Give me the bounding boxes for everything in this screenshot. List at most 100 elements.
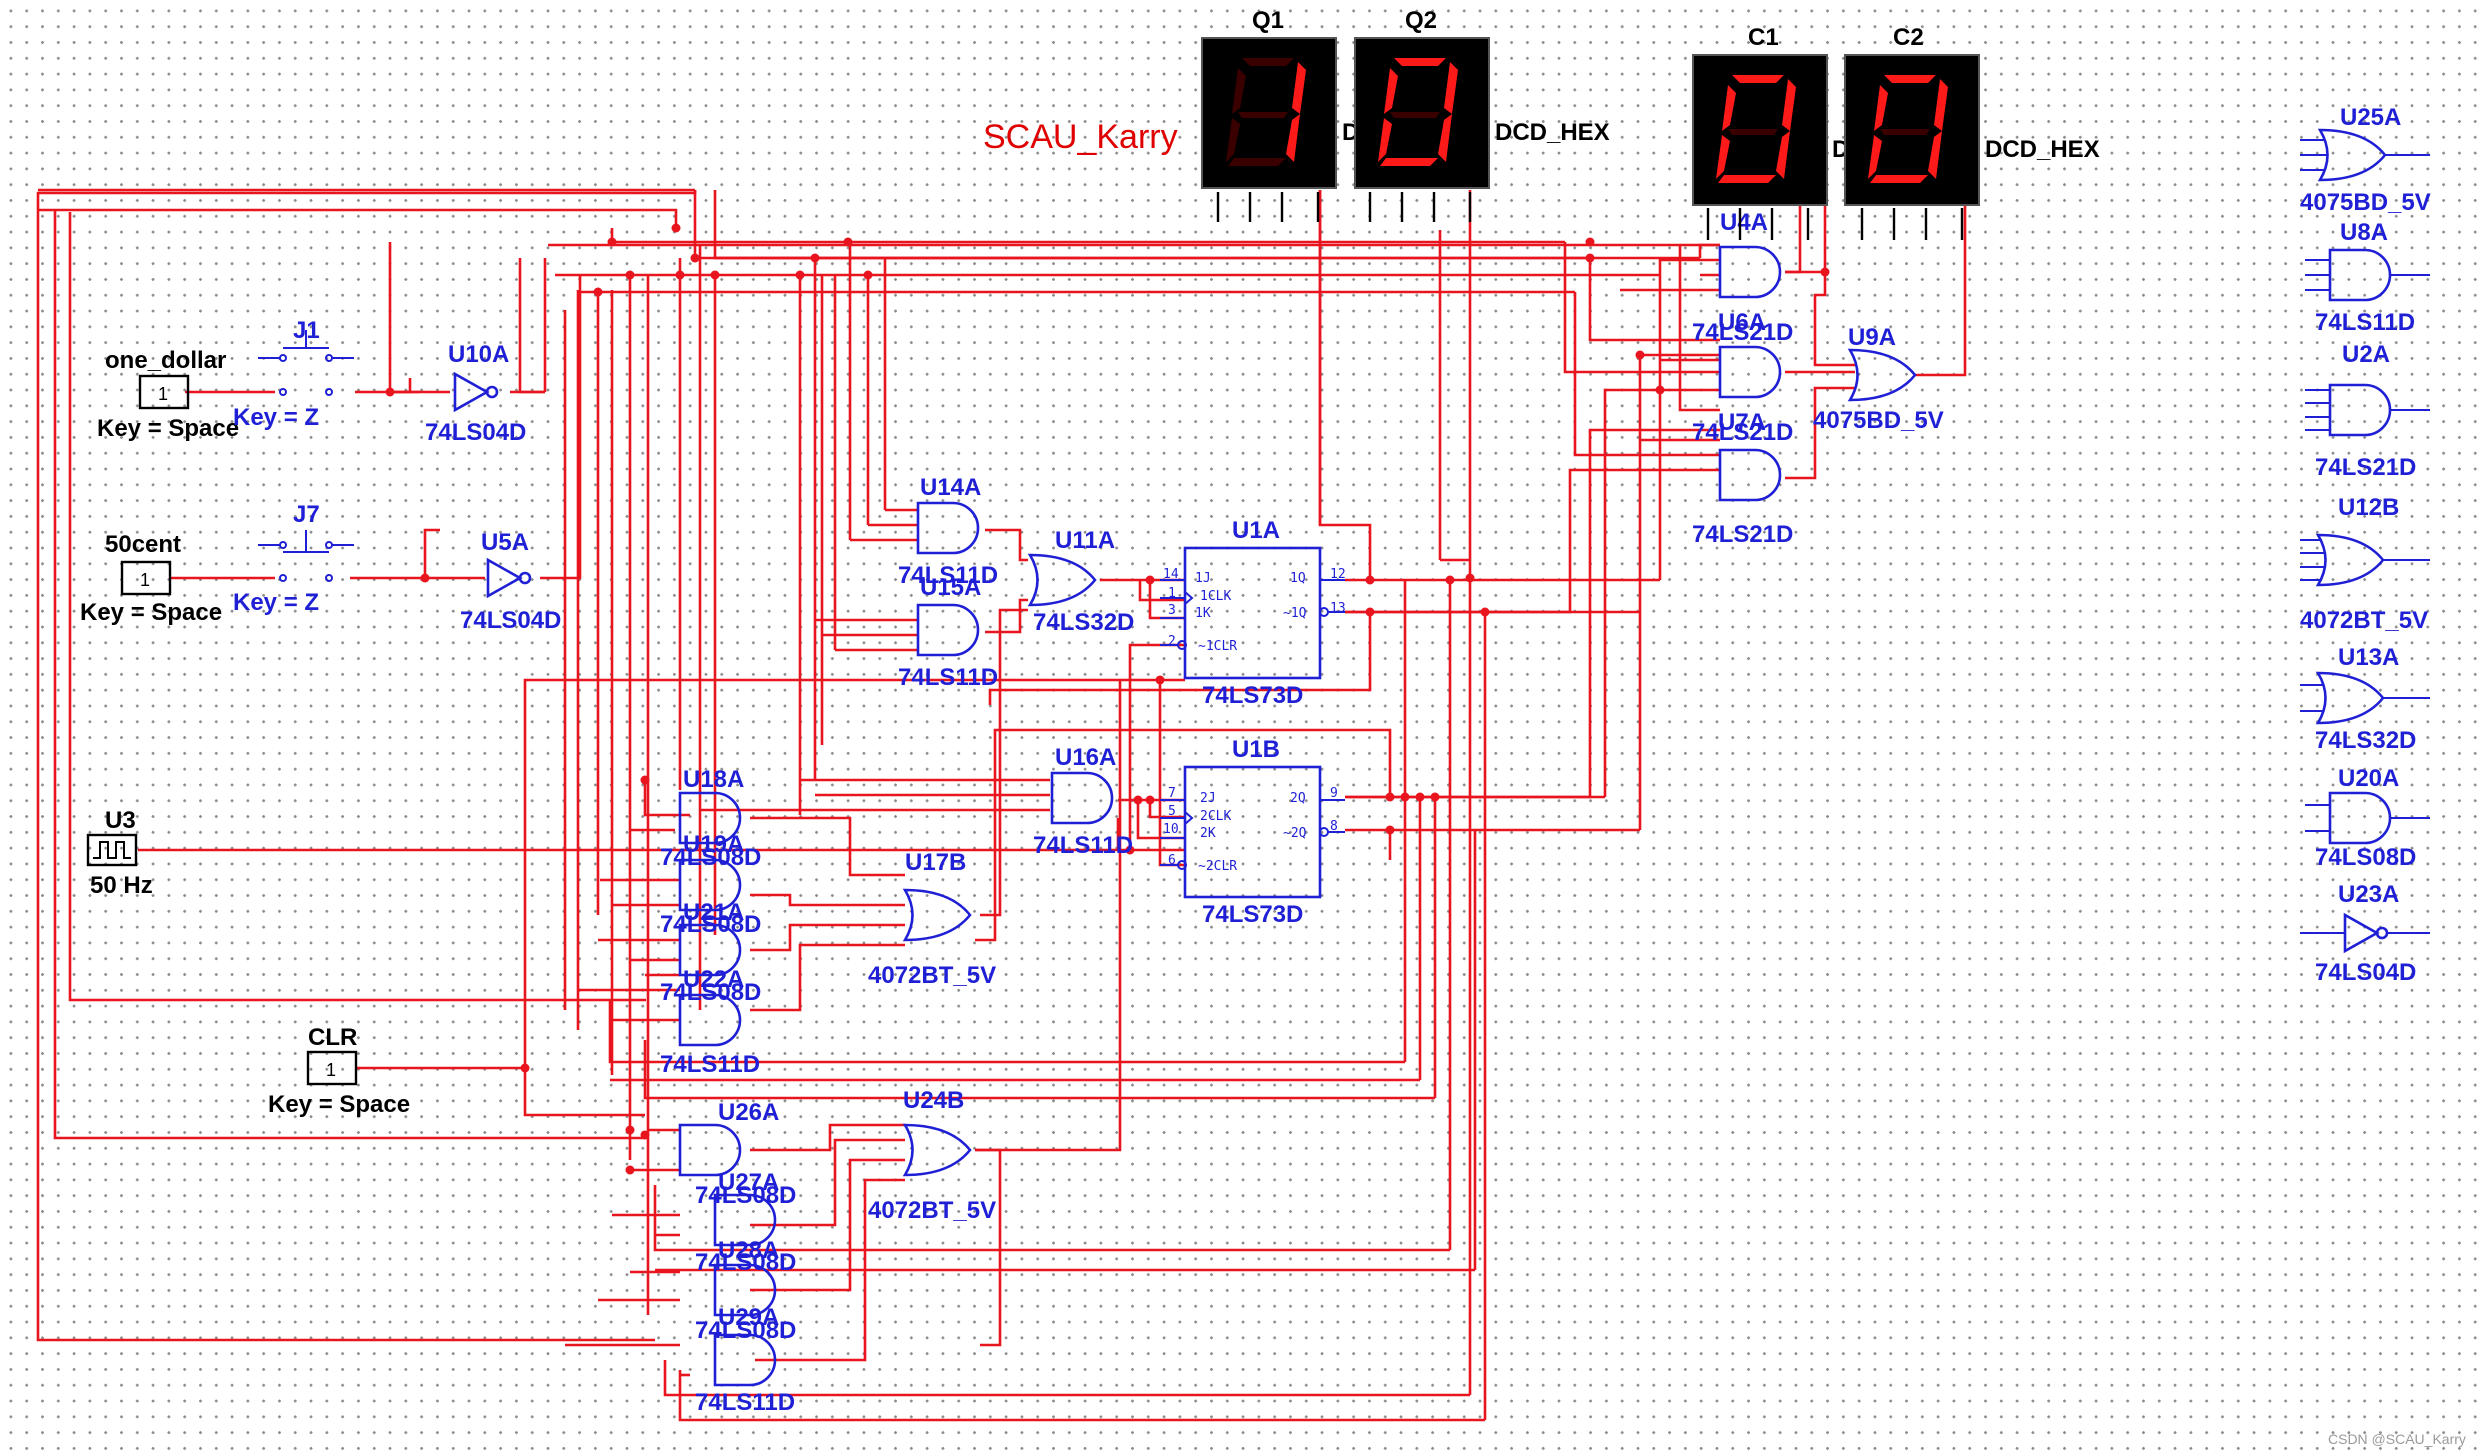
- gate-u6a-part: 74LS21D: [1692, 419, 1793, 446]
- pin-label: 1Q: [1290, 571, 1306, 586]
- gate-u29a-part: 74LS11D: [695, 1389, 795, 1416]
- gate-u15a-name: U15A: [920, 574, 981, 601]
- gate-u24b-name: U24B: [903, 1087, 964, 1114]
- pin-number: 13: [1330, 601, 1346, 616]
- one-dollar-key[interactable]: one_dollar 1 Key = Space: [97, 347, 239, 442]
- fifty-cent-value: 1: [140, 570, 150, 590]
- switch-j7-name: J7: [293, 501, 320, 528]
- flipflop-u1a-name: U1A: [1232, 517, 1280, 544]
- display-c2-type: DCD_HEX: [1985, 136, 2100, 163]
- palette-part: 74LS11D: [2315, 309, 2415, 336]
- palette-name: U23A: [2338, 881, 2399, 908]
- gate-u16a: U16A 74LS11D: [1033, 744, 1133, 859]
- palette-name: U2A: [2342, 341, 2390, 368]
- pin-number: 3: [1168, 603, 1176, 618]
- gate-u16a-name: U16A: [1055, 744, 1116, 771]
- one-dollar-value: 1: [158, 384, 168, 404]
- pin-label: 1CLK: [1200, 589, 1231, 604]
- palette-u25a[interactable]: U25A 4075BD_5V: [2300, 104, 2431, 216]
- gate-u14a: U14A 74LS11D: [898, 474, 998, 589]
- gate-u16a-part: 74LS11D: [1033, 832, 1133, 859]
- gate-u28a-name: U28A: [718, 1237, 779, 1264]
- display-q1-name: Q1: [1252, 7, 1284, 34]
- gate-u17b-name: U17B: [905, 849, 966, 876]
- gate-u22a: U22A 74LS08D 74LS11D: [660, 966, 761, 1078]
- palette-u2a[interactable]: U2A 74LS21D: [2305, 341, 2430, 481]
- display-c2: C2 DCD_HEX: [1844, 24, 2100, 240]
- gate-u11a-name: U11A: [1055, 527, 1115, 554]
- pin-label: 2K: [1200, 826, 1216, 841]
- pin-label: ~2Q: [1283, 826, 1307, 841]
- clock-name: U3: [105, 807, 136, 834]
- gate-u18a-part: 74LS08D: [660, 844, 761, 871]
- palette-name: U13A: [2338, 644, 2399, 671]
- gate-u18a: U18A: [678, 766, 744, 845]
- gate-u5a: U5A 74LS04D: [460, 529, 561, 634]
- pin-number: 12: [1330, 567, 1346, 582]
- clr-key[interactable]: CLR 1 Key = Space: [268, 1024, 410, 1118]
- display-q2: Q2 DCD_HEX: [1354, 7, 1610, 222]
- switch-j7[interactable]: J7 Key = Z: [233, 501, 354, 616]
- palette-u20a[interactable]: U20A 74LS08D: [2305, 765, 2430, 871]
- gate-u19a-name: U19A: [683, 831, 744, 858]
- gate-u11a: U11A 74LS32D: [1028, 527, 1134, 636]
- palette-u8a[interactable]: U8A 74LS11D: [2305, 219, 2430, 336]
- display-c2-name: C2: [1893, 24, 1924, 51]
- fifty-cent-key[interactable]: 50cent 1 Key = Space: [80, 531, 222, 626]
- gate-u9a: U9A 4075BD_5V: [1813, 324, 1944, 434]
- pin-label: 2Q: [1290, 791, 1306, 806]
- seven-segment-digit-0: [1716, 75, 1796, 183]
- fifty-cent-key-label: Key = Space: [80, 599, 222, 626]
- pin-label: ~2CLR: [1198, 859, 1237, 874]
- gate-u27a-name: U27A: [718, 1169, 779, 1196]
- pin-number: 9: [1330, 786, 1338, 801]
- palette-name: U25A: [2340, 104, 2401, 131]
- gate-u21a-name: U21A: [683, 899, 744, 926]
- gate-u4a-name: U4A: [1720, 209, 1768, 236]
- seven-segment-digit-0: [1868, 75, 1948, 183]
- gate-u6a: U6A 74LS21D: [1692, 309, 1793, 446]
- fifty-cent-label: 50cent: [105, 531, 181, 558]
- gate-u27a: U27A 74LS08D: [695, 1169, 796, 1247]
- switch-j1[interactable]: J1 Key = Z: [233, 317, 354, 431]
- gate-u4a-part: 74LS21D: [1692, 319, 1793, 346]
- palette-name: U8A: [2340, 219, 2388, 246]
- flipflop-u1b: U1B 2J 2CLK 2K ~2CLR 2Q ~2Q 7 5 10 6 9 8…: [1160, 736, 1345, 928]
- gate-u19a-part: 74LS08D: [660, 911, 761, 938]
- pin-label: 1J: [1195, 571, 1211, 586]
- seven-segment-digit-1: [1226, 58, 1306, 166]
- gate-u4a: U4A 74LS21D: [1692, 209, 1793, 346]
- pin-number: 10: [1163, 822, 1179, 837]
- pin-number: 5: [1168, 804, 1176, 819]
- gate-u7a-name: U7A: [1718, 409, 1766, 436]
- gate-u22a-name: U22A: [683, 966, 744, 993]
- palette-part: 4072BT_5V: [2300, 607, 2428, 634]
- palette-name: U12B: [2338, 494, 2399, 521]
- display-q2-type: DCD_HEX: [1495, 119, 1610, 146]
- pin-label: 2CLK: [1200, 809, 1231, 824]
- palette-u12b[interactable]: U12B 4072BT_5V: [2300, 494, 2430, 634]
- pin-number: 7: [1168, 786, 1176, 801]
- gate-u18a-name: U18A: [683, 766, 744, 793]
- palette-u13a[interactable]: U13A 74LS32D: [2300, 644, 2430, 754]
- gate-u9a-part: 4075BD_5V: [1813, 407, 1944, 434]
- gate-u17b-part: 4072BT_5V: [868, 962, 996, 989]
- palette-part: 4075BD_5V: [2300, 189, 2431, 216]
- gate-u11a-part: 74LS32D: [1033, 609, 1134, 636]
- flipflop-u1b-part: 74LS73D: [1202, 901, 1303, 928]
- palette-u23a[interactable]: U23A 74LS04D: [2300, 881, 2430, 986]
- gate-u10a-part: 74LS04D: [425, 419, 526, 446]
- clr-value: 1: [326, 1060, 336, 1080]
- gate-u28a-part: 74LS08D: [695, 1317, 796, 1344]
- gate-u14a-part: 74LS11D: [898, 562, 998, 589]
- clr-label: CLR: [308, 1024, 357, 1051]
- pin-number: 14: [1163, 567, 1179, 582]
- pin-number: 8: [1330, 819, 1338, 834]
- one-dollar-label: one_dollar: [105, 347, 226, 374]
- gate-u29a: U29A 74LS08D 74LS11D: [695, 1304, 796, 1416]
- wire-network: [36, 188, 1967, 1422]
- flipflop-u1a: U1A 1J 1CLK 1K ~1CLR 1Q ~1Q 14 1 3 2 12 …: [1160, 517, 1346, 709]
- author-watermark: SCAU_Karry: [983, 118, 1178, 156]
- gate-u10a-name: U10A: [448, 341, 509, 368]
